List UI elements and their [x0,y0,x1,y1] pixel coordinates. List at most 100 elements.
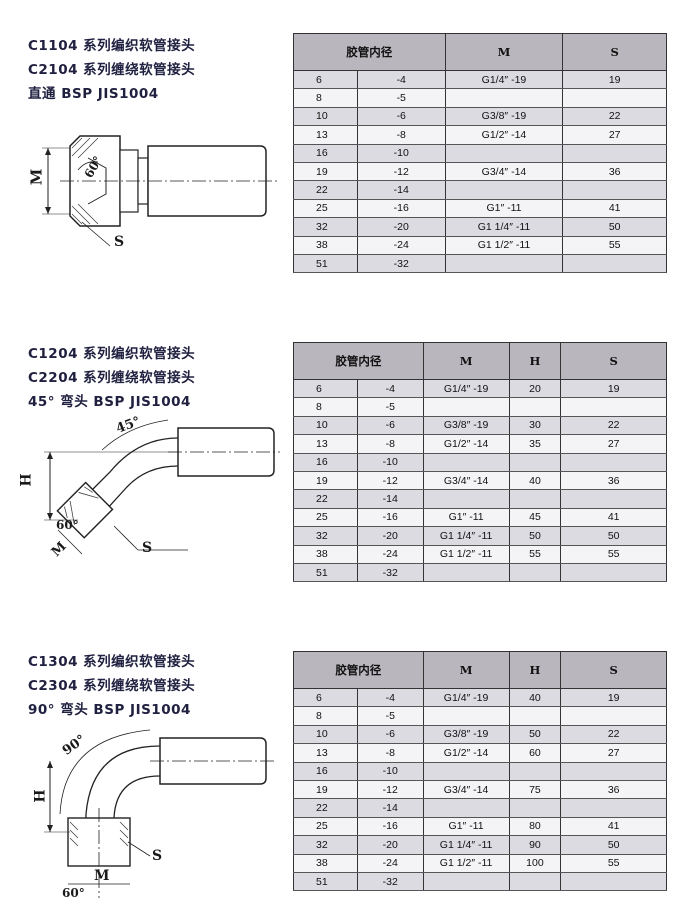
s-size-cell: 50 [560,526,667,546]
dash-size-cell: -20 [356,217,446,237]
s-size-cell [560,762,667,781]
table-row: 22-14 [293,180,667,200]
dash-size-cell: -32 [356,254,446,274]
s-size-cell: 19 [560,688,667,708]
s-size-cell [560,397,667,417]
s-size-cell: 36 [560,780,667,800]
m-thread-cell: G1/2″ -14 [444,125,564,145]
h-size-cell: 40 [508,471,562,491]
s-size-cell: 22 [562,107,667,127]
col-header-m: M [444,33,564,71]
hose-id-mm-cell: 6 [293,379,358,399]
m-thread-cell [422,397,510,417]
table-row: 51-32 [293,254,667,274]
hose-id-mm-cell: 8 [293,397,358,417]
m-thread-cell: G1 1/4″ -11 [422,835,510,855]
hose-id-mm-cell: 25 [293,199,358,219]
s-size-cell: 41 [560,817,667,837]
h-size-cell [508,453,562,472]
hose-id-mm-cell: 22 [293,798,358,818]
table-row: 51-32 [293,563,667,583]
s-size-cell: 22 [560,416,667,436]
h-size-cell: 35 [508,434,562,454]
m-thread-cell: G1″ -11 [444,199,564,219]
m-thread-cell: G3/4″ -14 [444,162,564,182]
table-row: 16-10 [293,453,667,472]
dash-size-cell: -16 [356,199,446,219]
table-row: 8-5 [293,397,667,417]
col-header-hose-id: 胶管内径 [293,651,424,689]
elbow90-h-label: H [32,789,49,803]
straight-fitting-drawing [42,135,278,247]
col-header-hose-id: 胶管内径 [293,342,424,380]
dash-size-cell: -20 [356,526,424,546]
h-size-cell: 40 [508,688,562,708]
h-size-cell: 90 [508,835,562,855]
dash-size-cell: -32 [356,872,424,892]
m-thread-cell: G1″ -11 [422,817,510,837]
hose-id-mm-cell: 51 [293,254,358,274]
dash-size-cell: -10 [356,144,446,163]
hose-id-mm-cell: 6 [293,688,358,708]
hose-id-mm-cell: 22 [293,180,358,200]
m-thread-cell: G1 1/2″ -11 [444,236,564,255]
hose-id-mm-cell: 13 [293,434,358,454]
dash-size-cell: -24 [356,236,446,255]
s-size-cell: 50 [562,217,667,237]
s-size-cell [562,88,667,108]
hose-id-mm-cell: 32 [293,835,358,855]
dash-size-cell: -24 [356,854,424,873]
m-thread-cell: G1″ -11 [422,508,510,528]
table-row: 22-14 [293,489,667,509]
dash-size-cell: -16 [356,508,424,528]
s-size-cell [560,872,667,892]
hose-id-mm-cell: 51 [293,872,358,892]
hose-id-mm-cell: 32 [293,526,358,546]
dash-size-cell: -32 [356,563,424,583]
dash-size-cell: -10 [356,453,424,472]
h-size-cell: 50 [508,725,562,745]
h-size-cell: 100 [508,854,562,873]
hose-id-mm-cell: 38 [293,545,358,564]
table-row: 51-32 [293,872,667,892]
dash-size-cell: -24 [356,545,424,564]
dash-size-cell: -5 [356,706,424,726]
m-thread-cell [444,88,564,108]
dash-size-cell: -12 [356,471,424,491]
m-thread-cell [444,254,564,274]
m-thread-cell: G1 1/2″ -11 [422,545,510,564]
dash-size-cell: -4 [356,379,424,399]
s-size-cell: 41 [562,199,667,219]
hose-id-mm-cell: 8 [293,706,358,726]
col-header-m: M [422,651,510,689]
hose-id-mm-cell: 6 [293,70,358,90]
dash-size-cell: -5 [356,397,424,417]
hose-id-mm-cell: 38 [293,236,358,255]
h-size-cell: 55 [508,545,562,564]
dash-size-cell: -20 [356,835,424,855]
h-size-cell: 20 [508,379,562,399]
elbow45-h-label: H [18,473,35,487]
straight-m-label: M [27,168,46,186]
m-thread-cell: G3/4″ -14 [422,471,510,491]
h-size-cell [508,798,562,818]
m-thread-cell: G3/8″ -19 [422,725,510,745]
m-thread-cell: G1/4″ -19 [422,688,510,708]
col-header-h: H [508,651,562,689]
hose-id-mm-cell: 38 [293,854,358,873]
hose-id-mm-cell: 16 [293,453,358,472]
m-thread-cell: G3/4″ -14 [422,780,510,800]
elbow90-angle-label: 60° [62,886,85,900]
